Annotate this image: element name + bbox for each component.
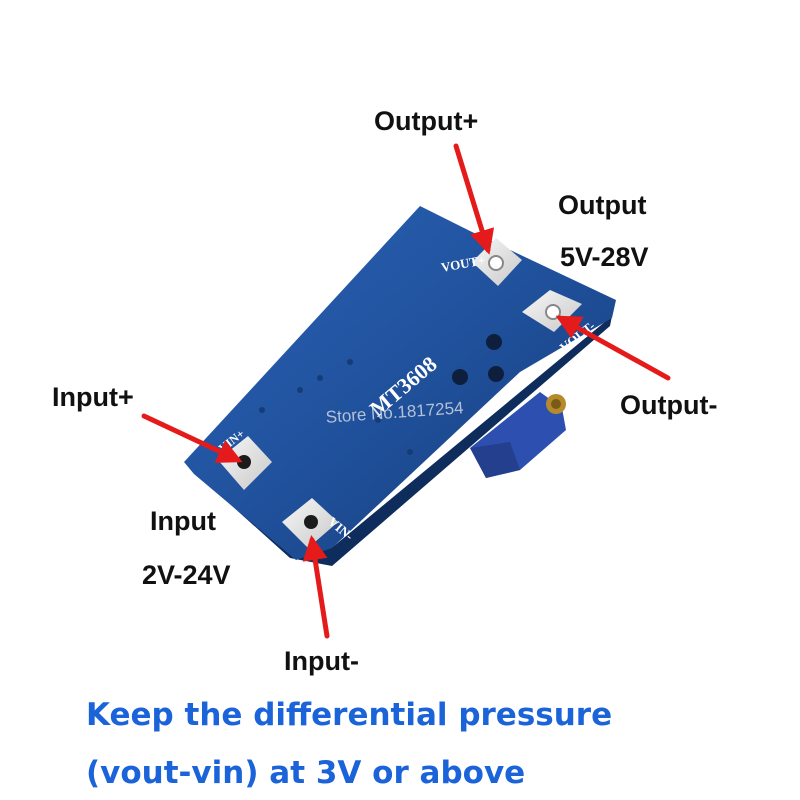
label-input-plus: Input+ — [52, 382, 134, 412]
label-output-range: 5V-28V — [560, 242, 649, 272]
component-dot — [452, 369, 468, 385]
component-dot — [486, 334, 502, 350]
pcb-vias — [259, 359, 413, 455]
arrow-output-minus — [555, 315, 671, 381]
arrow-input-minus — [302, 535, 330, 639]
notice-line-2: (vout-vin) at 3V or above — [86, 755, 526, 791]
label-input-minus: Input- — [284, 646, 359, 676]
pcb-board: MT3608 Store No.1817254 VOUT+ VOUT- VIN+… — [184, 206, 616, 566]
potentiometer — [470, 392, 566, 478]
arrow-input-plus — [141, 413, 243, 463]
label-input-range: 2V-24V — [142, 560, 231, 590]
label-output-title: Output — [558, 190, 647, 220]
pad-vin-minus — [282, 498, 338, 548]
pointer-arrows — [141, 143, 671, 639]
pad-vout-minus — [522, 290, 582, 332]
notice-line-1: Keep the differential pressure — [86, 697, 613, 733]
component-dot — [488, 366, 504, 382]
pcb-surface — [184, 206, 616, 560]
arrow-output-plus — [453, 143, 495, 255]
label-input-title: Input — [150, 506, 216, 536]
label-output-plus: Output+ — [374, 106, 479, 136]
label-output-minus: Output- — [620, 390, 718, 420]
